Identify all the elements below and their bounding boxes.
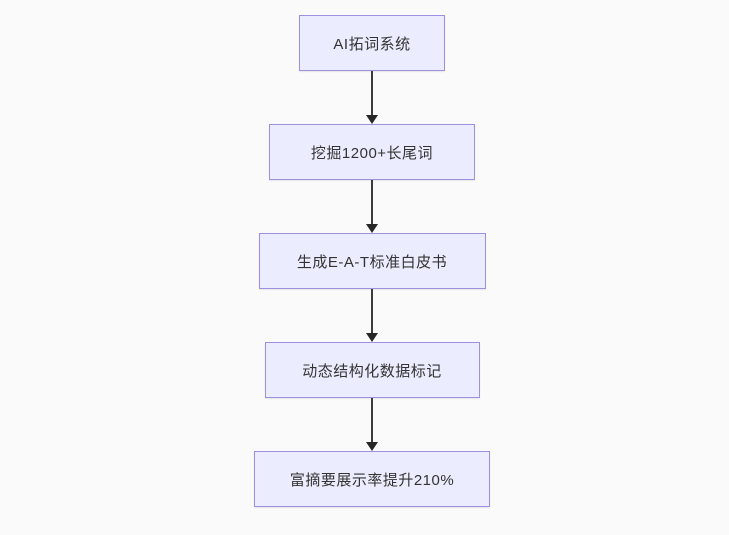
flow-arrow-1: [366, 71, 378, 124]
flow-node-ai-keyword-system: AI拓词系统: [299, 15, 445, 71]
arrow-head-icon: [366, 442, 378, 451]
arrow-line: [371, 289, 373, 333]
flow-arrow-3: [366, 289, 378, 342]
flow-node-label: 生成E-A-T标准白皮书: [296, 253, 448, 271]
flow-node-label: 挖掘1200+长尾词: [310, 144, 434, 162]
arrow-line: [371, 71, 373, 115]
flow-node-label: AI拓词系统: [333, 35, 411, 53]
arrow-line: [371, 180, 373, 224]
flow-arrow-2: [366, 180, 378, 233]
flow-node-eat-whitepaper: 生成E-A-T标准白皮书: [258, 233, 486, 289]
arrow-head-icon: [366, 224, 378, 233]
flow-node-structured-data-markup: 动态结构化数据标记: [264, 342, 480, 398]
flow-node-longtail-mining: 挖掘1200+长尾词: [269, 124, 475, 180]
flow-node-label: 动态结构化数据标记: [302, 362, 442, 380]
flow-column: AI拓词系统 挖掘1200+长尾词 生成E-A-T标准白皮书 动态结构化数据标记: [254, 15, 490, 507]
flow-node-rich-snippet-result: 富摘要展示率提升210%: [254, 451, 490, 507]
arrow-head-icon: [366, 333, 378, 342]
flow-arrow-4: [366, 398, 378, 451]
arrow-head-icon: [366, 115, 378, 124]
flow-node-label: 富摘要展示率提升210%: [289, 471, 455, 489]
arrow-line: [371, 398, 373, 442]
